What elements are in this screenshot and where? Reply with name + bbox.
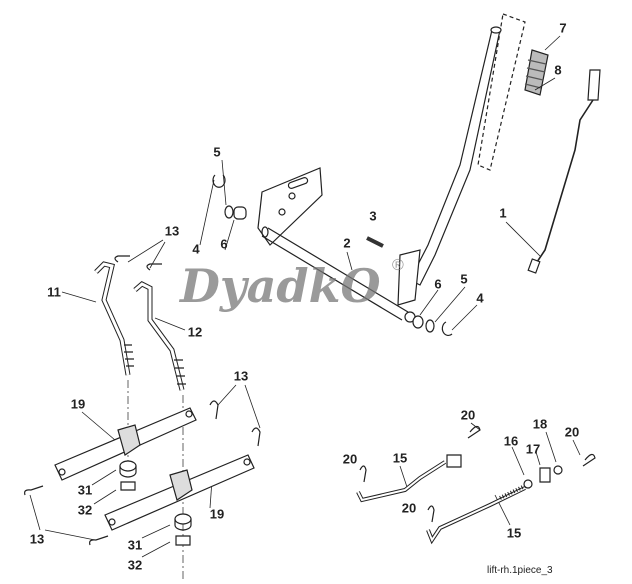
callout-8: 8 [554, 62, 562, 78]
callout-13: 13 [29, 531, 45, 547]
callout-31: 31 [127, 537, 143, 553]
pivot-plate [257, 167, 323, 246]
callout-12: 12 [187, 324, 203, 340]
grip-spring [524, 49, 549, 96]
shaft [261, 226, 409, 321]
watermark-registered-mark: ® [392, 257, 404, 274]
callout-5: 5 [213, 144, 221, 160]
callout-13: 13 [164, 223, 180, 239]
callout-32: 32 [77, 502, 93, 518]
callout-6: 6 [434, 276, 442, 292]
callout-2: 2 [343, 235, 351, 251]
callout-20: 20 [401, 500, 417, 516]
callout-31: 31 [77, 482, 93, 498]
lift-rod-lower [426, 484, 526, 545]
callout-4: 4 [192, 241, 200, 257]
trunnion-parts [523, 465, 563, 489]
lift-link-11 [94, 261, 134, 376]
knob-rod [527, 69, 601, 274]
callout-15: 15 [392, 450, 408, 466]
callout-20: 20 [564, 424, 580, 440]
callout-1: 1 [499, 205, 507, 221]
callout-20: 20 [460, 407, 476, 423]
callout-17: 17 [525, 441, 541, 457]
callout-32: 32 [127, 557, 143, 573]
callout-20: 20 [342, 451, 358, 467]
diagram-caption: lift-rh.1piece_3 [487, 565, 553, 576]
callout-15: 15 [506, 525, 522, 541]
callout-4: 4 [476, 290, 484, 306]
callout-19: 19 [70, 396, 86, 412]
callout-16: 16 [503, 433, 519, 449]
pin [366, 236, 384, 248]
washers [212, 174, 453, 337]
watermark-logo: DyadkO [180, 259, 381, 313]
lift-lever [397, 13, 526, 306]
nuts-and-bushings [119, 460, 192, 546]
lift-link-12 [133, 281, 186, 391]
hairpin-clips [24, 255, 596, 546]
callout-18: 18 [532, 416, 548, 432]
leader-lines [29, 35, 581, 558]
lift-arm-lower [104, 454, 255, 531]
lift-arm-upper [54, 407, 197, 481]
lift-rod-upper [356, 454, 462, 503]
callout-11: 11 [47, 284, 61, 300]
callout-13: 13 [233, 368, 249, 384]
callout-19: 19 [209, 506, 225, 522]
callout-3: 3 [369, 208, 377, 224]
callout-5: 5 [460, 271, 468, 287]
callout-7: 7 [559, 20, 567, 36]
callout-6: 6 [220, 236, 228, 252]
